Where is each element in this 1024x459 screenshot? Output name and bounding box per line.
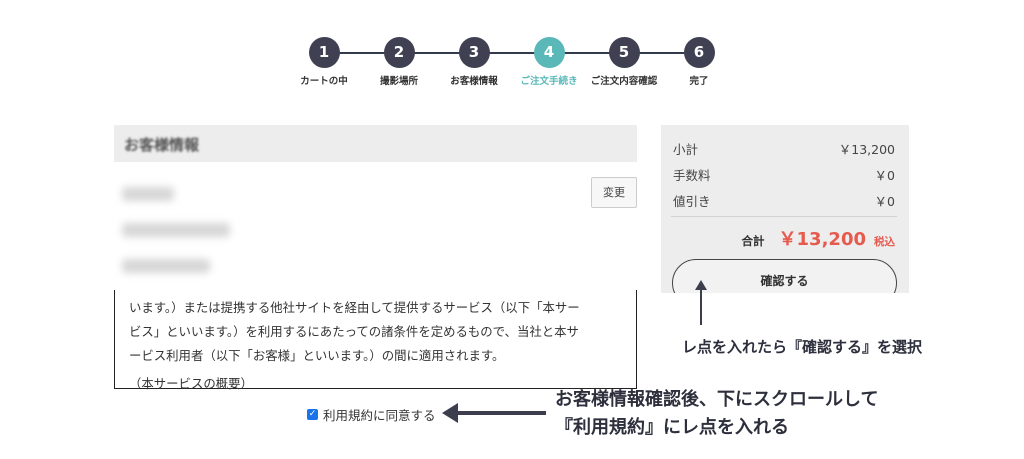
- subtotal-label: 小計: [673, 142, 699, 157]
- step-label: 撮影場所: [379, 76, 418, 87]
- fee-value: ￥0: [874, 168, 895, 183]
- terms-line: ビス」といいます。）を利用するにあたっての諸条件を定めるもので、当社と本サ: [129, 324, 579, 339]
- agree-terms[interactable]: ✓ 利用規約に同意する: [307, 405, 436, 424]
- subtotal-row: 小計 ￥13,200: [673, 139, 895, 158]
- discount-label: 値引き: [673, 194, 711, 209]
- step-2: 2 撮影場所: [354, 37, 444, 87]
- scroll-note-line-1: お客様情報確認後、下にスクロールして: [555, 389, 879, 410]
- customer-info-title: お客様情報: [124, 136, 200, 154]
- scroll-note-annotation: お客様情報確認後、下にスクロールして 『利用規約』にレ点を入れる: [555, 386, 878, 442]
- blurred-email: [122, 259, 210, 273]
- step-4-active: 4 ご注文手続き: [504, 37, 594, 87]
- fee-row: 手数料 ￥0: [673, 165, 895, 184]
- change-button[interactable]: 変更: [591, 177, 637, 208]
- customer-info-panel: お客様情報 変更: [114, 125, 637, 295]
- subtotal-value: ￥13,200: [838, 142, 895, 157]
- step-label: ご注文手続き: [520, 76, 578, 87]
- scroll-note-line-2: 『利用規約』にレ点を入れる: [555, 417, 789, 438]
- customer-info-header: お客様情報: [114, 125, 637, 162]
- step-label: お客様情報: [450, 76, 498, 87]
- agree-checkbox[interactable]: ✓: [307, 409, 318, 420]
- step-1: 1 カートの中: [279, 37, 369, 87]
- step-6: 6 完了: [654, 37, 744, 87]
- arrow-up-annotation: [695, 280, 707, 325]
- terms-overview-heading: （本サービスの概要）: [129, 376, 253, 391]
- total-label: 合計: [741, 234, 765, 248]
- agree-label[interactable]: 利用規約に同意する: [323, 408, 436, 423]
- checkout-stepper: 1 カートの中 2 撮影場所 3 お客様情報 4 ご注文手続き 5 ご注文内容確…: [292, 37, 732, 87]
- terms-line: ービス利用者（以下「お客様」といいます。）の間に適用されます。: [129, 348, 505, 363]
- step-label: カートの中: [300, 76, 348, 87]
- step-number: 1: [308, 37, 340, 68]
- order-summary: 小計 ￥13,200 手数料 ￥0 値引き ￥0 合計 ￥13,200 税込 確…: [661, 125, 909, 293]
- step-number: 4: [533, 37, 565, 68]
- discount-value: ￥0: [874, 194, 895, 209]
- blurred-name: [122, 187, 174, 201]
- step-label: 完了: [689, 76, 709, 87]
- step-number: 3: [458, 37, 490, 68]
- step-3: 3 お客様情報: [429, 37, 519, 87]
- summary-divider: [671, 216, 897, 217]
- step-label: ご注文内容確認: [590, 76, 658, 87]
- step-number: 6: [683, 37, 715, 68]
- terms-line: います。）または提携する他社サイトを経由して提供するサービス（以下「本サー: [129, 300, 580, 315]
- confirm-note-annotation: レ点を入れたら『確認する』を選択: [682, 338, 923, 356]
- step-number: 2: [383, 37, 415, 68]
- terms-scroll-box[interactable]: います。）または提携する他社サイトを経由して提供するサービス（以下「本サー ビス…: [114, 290, 637, 391]
- fee-label: 手数料: [673, 168, 711, 183]
- step-5: 5 ご注文内容確認: [579, 37, 669, 87]
- confirm-button[interactable]: 確認する: [672, 259, 897, 293]
- arrow-left-annotation: [442, 403, 546, 423]
- tax-included-label: 税込: [874, 236, 895, 248]
- blurred-phone: [122, 223, 230, 237]
- step-number: 5: [608, 37, 640, 68]
- total-value: ￥13,200: [778, 229, 866, 250]
- discount-row: 値引き ￥0: [673, 191, 895, 210]
- stepper-line: [324, 52, 700, 54]
- total-row: 合計 ￥13,200 税込: [742, 225, 895, 251]
